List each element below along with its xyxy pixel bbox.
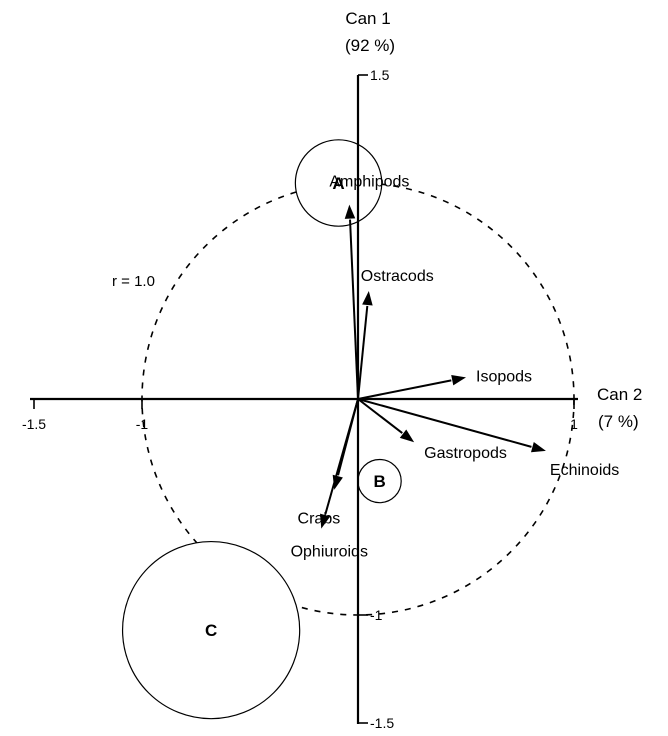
y-tick-label: -1.5	[370, 715, 394, 731]
vector-ostracods	[357, 305, 369, 400]
vector-label-echinoids: Echinoids	[550, 462, 619, 479]
vector-label-crabs: Crabs	[298, 511, 341, 528]
vector-label-isopods: Isopods	[476, 368, 532, 385]
vector-ophiuroids	[324, 398, 359, 515]
vector-arrowhead-gastropods	[399, 429, 415, 443]
vectors-layer	[320, 204, 546, 529]
vector-gastropods	[357, 398, 403, 434]
group-label-b: B	[373, 472, 385, 491]
circles-layer	[121, 139, 575, 720]
group-circle-c	[121, 540, 301, 720]
vector-arrowhead-ostracods	[362, 291, 373, 306]
vector-arrowhead-amphipods	[344, 204, 356, 219]
x-tick-label: 1	[570, 416, 578, 432]
vector-echinoids	[357, 398, 532, 448]
vector-arrowhead-isopods	[451, 374, 466, 386]
vector-label-ophiuroids: Ophiuroids	[291, 544, 368, 561]
x-axis-title: Can 2	[597, 385, 642, 404]
unit-circle-label: r = 1.0	[112, 273, 155, 290]
y-tick-label: 1.5	[370, 67, 390, 83]
x-axis-variance: (7 %)	[598, 412, 639, 431]
group-label-c: C	[205, 621, 217, 640]
group-label-a: A	[332, 174, 344, 193]
vector-arrowhead-ophiuroids	[320, 513, 331, 529]
y-tick-label: -1	[370, 607, 383, 623]
vector-isopods	[357, 379, 452, 400]
vector-amphipods	[349, 219, 359, 400]
vector-arrowhead-echinoids	[530, 442, 546, 453]
y-axis-variance: (92 %)	[345, 36, 395, 55]
x-tick-label: -1.5	[22, 416, 46, 432]
vector-label-ostracods: Ostracods	[361, 268, 434, 285]
y-axis-title: Can 1	[345, 9, 390, 28]
vector-label-gastropods: Gastropods	[424, 445, 507, 462]
group-circle-a	[294, 139, 383, 227]
text-layer: Can 1 (92 %) Can 2 (7 %) r = 1.0 A B C -1.5…	[22, 9, 642, 731]
vector-label-amphipods: Amphipods	[329, 174, 409, 191]
x-tick-label: -1	[136, 416, 149, 432]
